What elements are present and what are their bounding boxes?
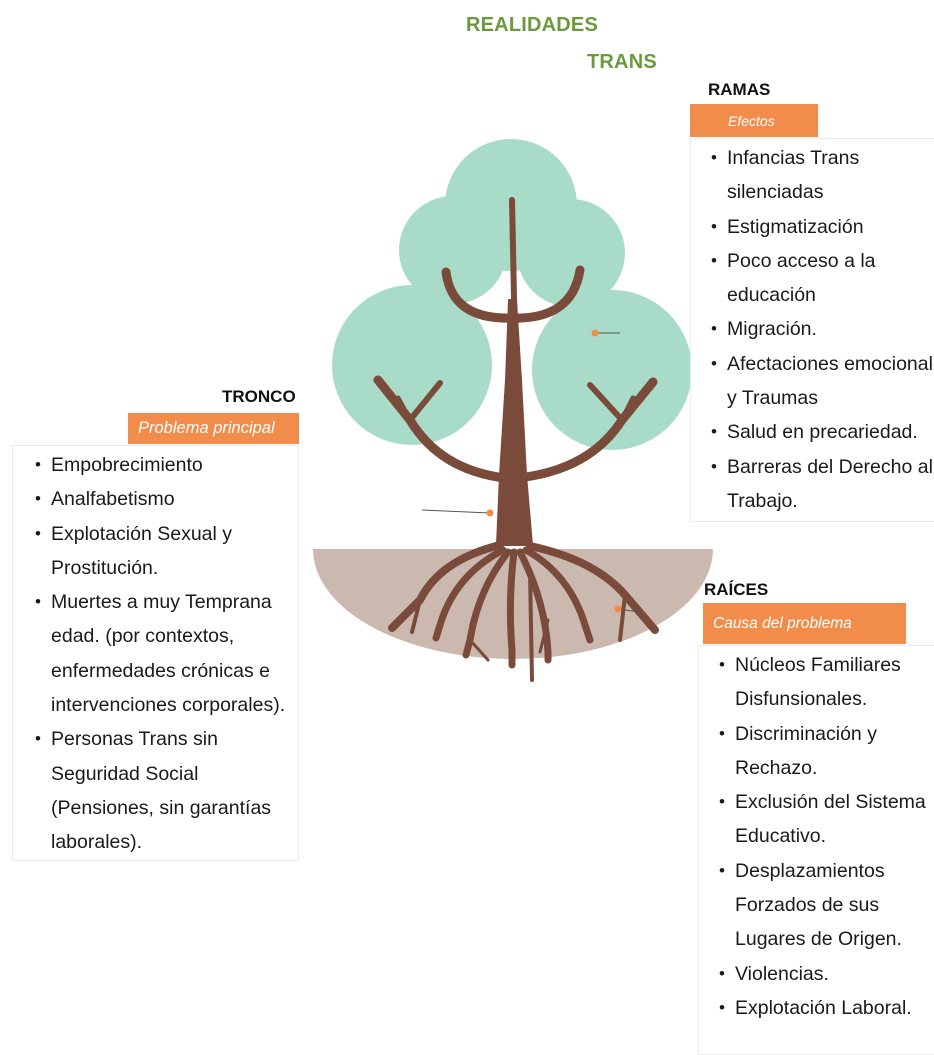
tree-canopy — [332, 139, 692, 450]
raices-connector-dot — [614, 605, 622, 613]
raices-list-item: Desplazamientos Forzados de sus Lugares … — [713, 854, 934, 957]
ramas-list-box: Infancias Trans silenciadas Estigmatizac… — [690, 138, 934, 522]
raices-tag: Causa del problema — [703, 603, 906, 644]
tronco-heading: TRONCO — [222, 387, 296, 406]
raices-list-item: Explotación Laboral. — [713, 991, 934, 1026]
canopy-upper-left-circle — [399, 196, 507, 304]
canopy-right-circle — [532, 290, 692, 450]
raices-list: Núcleos Familiares Disfunsionales. Discr… — [713, 648, 934, 1026]
title-line-1: REALIDADES — [466, 14, 599, 36]
ramas-heading: RAMAS — [708, 80, 771, 99]
tronco-list-item: Personas Trans sin Seguridad Social (Pen… — [29, 722, 291, 859]
connector-markers — [421, 329, 641, 613]
ramas-list-item: Poco acceso a la educación — [705, 244, 887, 313]
raices-list-item: Discriminación y Rechazo. — [713, 717, 925, 786]
ramas-connector-dot — [591, 329, 599, 337]
ramas-tag: Efectos — [690, 104, 818, 137]
raices-list-item: Exclusión del Sistema Educativo. — [713, 785, 934, 854]
ramas-list-item: Estigmatización — [705, 210, 934, 245]
tronco-list-item: Explotación Sexual y Prostitución. — [29, 517, 266, 586]
ramas-list: Infancias Trans silenciadas Estigmatizac… — [705, 141, 934, 518]
ramas-list-item: Infancias Trans silenciadas — [705, 141, 897, 210]
tronco-list-item: Muertes a muy Temprana edad. (por contex… — [29, 585, 309, 722]
raices-heading: RAÍCES — [704, 580, 769, 599]
tronco-list-item: Empobrecimiento — [29, 448, 298, 483]
tronco-tag: Problema principal — [128, 413, 299, 444]
raices-list-box: Núcleos Familiares Disfunsionales. Discr… — [698, 645, 934, 1055]
tronco-connector-line — [421, 509, 491, 514]
raices-connector-line — [617, 608, 641, 613]
tronco-list: Empobrecimiento Analfabetismo Explotació… — [29, 448, 298, 860]
ramas-list-item: Barreras del Derecho al Trabajo. — [705, 450, 934, 519]
ramas-list-item: Migración. — [705, 312, 934, 347]
ramas-tag-label: Efectos — [728, 112, 775, 129]
ramas-list-item: Salud en precariedad. — [705, 415, 934, 450]
raices-list-item: Violencias. — [713, 957, 934, 992]
tronco-list-box: Empobrecimiento Analfabetismo Explotació… — [12, 445, 299, 861]
ramas-list-item: Afectaciones emocionales y Traumas — [705, 347, 934, 416]
canopy-upper-right-circle — [517, 199, 625, 307]
tronco-list-item: Analfabetismo — [29, 482, 298, 517]
tree-trunk — [373, 197, 659, 682]
tronco-tag-label: Problema principal — [138, 419, 275, 437]
raices-tag-label: Causa del problema — [713, 614, 852, 632]
title-line-2: TRANS — [587, 51, 657, 73]
raices-list-item: Núcleos Familiares Disfunsionales. — [713, 648, 925, 717]
tronco-connector-dot — [486, 509, 494, 517]
canopy-left-circle — [332, 285, 492, 445]
